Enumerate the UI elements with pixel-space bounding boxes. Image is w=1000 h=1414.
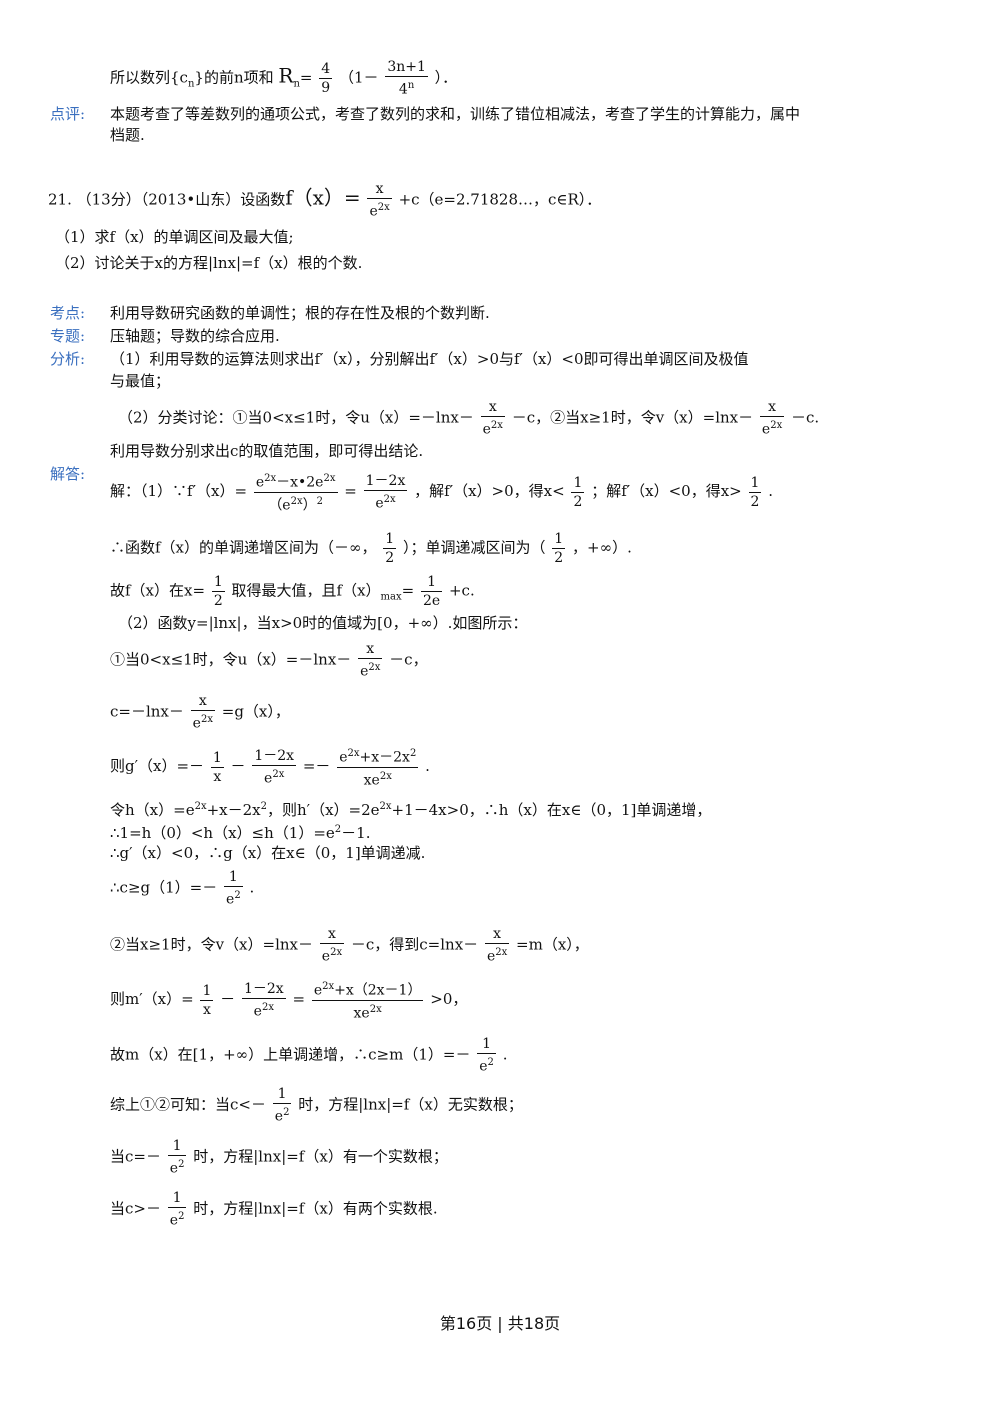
- solution-h-range: ∴1=h（0）<h（x）≤h（1）=e2－1.: [110, 824, 371, 842]
- label-zhuanti: 专题:: [50, 327, 86, 345]
- fenxi-line-2: 与最值；: [110, 372, 171, 390]
- solution-g-decreasing: ∴g′（x）<0，∴g（x）在x∈（0，1]单调递减.: [110, 844, 426, 862]
- comment-line-1: 本题考查了等差数列的通项公式，考查了数列的求和，训练了错位相减法，考查了学生的计…: [110, 105, 801, 123]
- fenxi-line-4: 利用导数分别求出c的取值范围，即可得出结论.: [110, 442, 424, 460]
- zhuanti-text: 压轴题；导数的综合应用.: [110, 327, 280, 345]
- page-footer: 第16页 | 共18页: [439, 1314, 561, 1333]
- solution-part2-intro: （2）函数y=|lnx|，当x>0时的值域为[0，+∞）.如图所示：: [118, 614, 528, 632]
- question-part-1: （1）求f（x）的单调区间及最大值;: [55, 228, 294, 246]
- label-fenxi: 分析:: [50, 350, 86, 368]
- label-jieda: 解答:: [50, 465, 86, 483]
- label-kaodian: 考点:: [50, 304, 86, 322]
- question-part-2: （2）讨论关于x的方程|lnx|=f（x）根的个数.: [55, 254, 363, 272]
- comment-line-2: 档题.: [110, 126, 145, 144]
- kaodian-text: 利用导数研究函数的单调性；根的存在性及根的个数判断.: [110, 304, 490, 322]
- label-comment: 点评:: [50, 105, 86, 123]
- fenxi-line-1: （1）利用导数的运算法则求出f′（x），分别解出f′（x）>0与f′（x）<0即…: [110, 350, 749, 368]
- solution-h-def: 令h（x）=e2x+x－2x2，则h′（x）=2e2x+1－4x>0，∴h（x）…: [110, 801, 712, 819]
